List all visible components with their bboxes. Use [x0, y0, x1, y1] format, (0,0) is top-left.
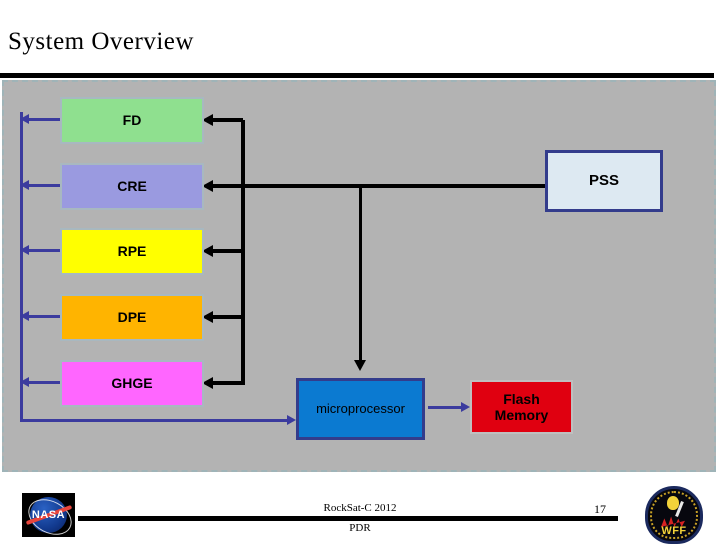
- footer-divider: [78, 516, 618, 521]
- arrowhead-microprocessor-in-icon: [287, 415, 296, 425]
- node-flash-memory[interactable]: Flash Memory: [470, 380, 573, 434]
- edge-rpe-to-bus: [29, 249, 62, 252]
- edge-bus-to-microprocessor: [20, 419, 288, 422]
- node-cre[interactable]: CRE: [60, 163, 204, 210]
- arrowhead-fd-icon: [202, 114, 213, 126]
- wff-logo-icon: WFF: [645, 486, 703, 544]
- flash-memory-line1: Flash: [503, 390, 540, 407]
- edge-pss-to-microprocessor: [359, 184, 362, 362]
- edge-bus-to-ghge: [209, 381, 243, 385]
- arrowhead-microprocessor-icon: [354, 360, 366, 371]
- edge-blue-vertical-bus: [20, 112, 23, 422]
- edge-fd-to-bus: [29, 118, 62, 121]
- node-dpe[interactable]: DPE: [60, 294, 204, 341]
- arrowhead-cre-icon: [202, 180, 213, 192]
- wff-logo-ring: [650, 491, 698, 539]
- node-pss[interactable]: PSS: [545, 150, 663, 212]
- page-title: System Overview: [8, 28, 194, 55]
- footer-subtitle: PDR: [349, 522, 371, 534]
- edge-cre-to-bus: [29, 184, 62, 187]
- nasa-logo-text: NASA: [31, 509, 66, 521]
- node-microprocessor[interactable]: microprocessor: [296, 378, 425, 440]
- edge-dpe-to-bus: [29, 315, 62, 318]
- arrowhead-rpe-icon: [202, 245, 213, 257]
- nasa-logo-icon: NASA: [22, 493, 75, 537]
- node-fd[interactable]: FD: [60, 97, 204, 144]
- arrowhead-bus-dpe-icon: [20, 311, 29, 321]
- page-number: 17: [594, 502, 606, 516]
- node-ghge[interactable]: GHGE: [60, 360, 204, 407]
- node-rpe[interactable]: RPE: [60, 228, 204, 275]
- edge-microprocessor-to-flash: [428, 406, 462, 409]
- wff-logo-balloon: [667, 496, 679, 510]
- edge-pss-trunk: [241, 184, 545, 188]
- edge-black-vertical-bus: [241, 120, 245, 385]
- arrowhead-ghge-icon: [202, 377, 213, 389]
- arrowhead-bus-ghge-icon: [20, 377, 29, 387]
- arrowhead-bus-rpe-icon: [20, 245, 29, 255]
- wff-logo-text: WFF: [661, 525, 687, 537]
- footer-title: RockSat-C 2012: [323, 502, 397, 514]
- arrowhead-bus-fd-icon: [20, 114, 29, 124]
- arrowhead-bus-cre-icon: [20, 180, 29, 190]
- flash-memory-line2: Memory: [494, 407, 549, 423]
- title-divider: [0, 73, 714, 78]
- edge-bus-to-fd: [209, 118, 243, 122]
- arrowhead-dpe-icon: [202, 311, 213, 323]
- edge-ghge-to-bus: [29, 381, 62, 384]
- edge-bus-to-cre: [209, 184, 243, 188]
- arrowhead-flash-icon: [461, 402, 470, 412]
- edge-bus-to-rpe: [209, 249, 243, 253]
- edge-bus-to-dpe: [209, 315, 243, 319]
